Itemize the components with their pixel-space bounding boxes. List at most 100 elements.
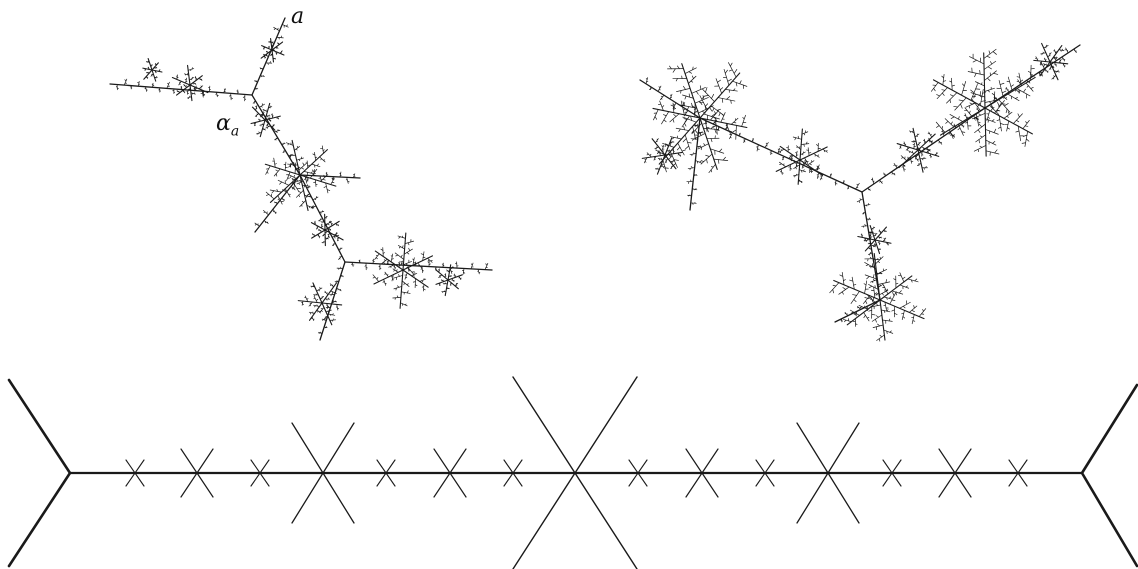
dendrite-branch <box>299 180 302 183</box>
dendrite-branch <box>442 291 444 293</box>
dendrite-branch <box>691 122 703 135</box>
dendrite-branch <box>660 95 664 98</box>
dendrite-branch <box>427 261 430 264</box>
dendrite-branch <box>173 91 176 93</box>
dendrite-branch <box>958 116 960 120</box>
dendrite-branch <box>1052 77 1055 80</box>
dendrite-branch <box>724 69 728 74</box>
dendrite-branch <box>863 283 867 286</box>
dendrite-branch <box>697 143 709 150</box>
dendrite-branch <box>986 110 991 122</box>
dendrite-branch <box>405 263 409 266</box>
dendrite-branch <box>932 79 986 109</box>
dendrite-branch <box>319 156 326 163</box>
dendrite-branch <box>700 160 705 162</box>
dendrite-branch <box>1035 56 1039 62</box>
dendrite-branch <box>294 146 300 151</box>
dendrite-branch <box>991 93 995 96</box>
dendrite-branch <box>291 139 301 176</box>
dendrite-branch <box>872 245 875 248</box>
dendrite-branch <box>299 174 309 212</box>
dendrite-branch <box>672 68 676 73</box>
dendrite-branch <box>400 261 403 263</box>
dendrite-branch <box>382 280 385 283</box>
dendrite-branch <box>914 157 917 160</box>
dendrite-branch <box>732 88 736 91</box>
dendrite-branch <box>192 82 197 85</box>
dendrite-branch <box>336 304 339 311</box>
dendrite-branch <box>293 161 295 166</box>
dendrite-branch <box>208 87 211 89</box>
dendrite-branch <box>386 260 389 263</box>
dendrite-branch <box>717 79 721 83</box>
dendrite-branch <box>864 238 871 242</box>
dendrite-branch <box>999 82 1005 85</box>
dendrite-branch <box>682 108 687 111</box>
dendrite-branch <box>339 288 342 291</box>
dendrite-branch <box>317 310 319 313</box>
dendrite-branch <box>477 268 480 275</box>
dendrite-branch <box>669 155 673 160</box>
dendrite-branch <box>306 160 309 169</box>
dendrite-branch <box>1025 82 1034 92</box>
dendrite-branch <box>346 176 349 184</box>
dendrite-branch <box>941 92 945 96</box>
dendrite-branch <box>304 295 309 302</box>
dendrite-branch <box>705 87 708 93</box>
dendrite-branch <box>1073 48 1077 54</box>
dendrite-branch <box>275 46 279 49</box>
dendrite-branch <box>272 210 275 213</box>
dendrite-branch <box>718 148 723 153</box>
dendrite-branch <box>880 309 891 313</box>
dendrite-branch <box>405 276 408 279</box>
dendrite-branch <box>1053 70 1060 73</box>
dendrite-branch <box>725 123 729 131</box>
dendrite-branch <box>884 301 888 312</box>
dendrite-branch <box>1030 68 1035 70</box>
dendrite-branch <box>1041 62 1045 69</box>
dendrite-branch <box>899 147 902 149</box>
dendrite-branch <box>653 155 657 161</box>
dendrite-branch <box>383 259 386 261</box>
dendrite-branch <box>339 171 342 178</box>
dendrite-branch <box>665 160 668 163</box>
dendrite-branch <box>379 267 382 269</box>
dendrite-branch <box>392 297 402 299</box>
dendrite-branch <box>972 59 978 63</box>
dendrite-branch <box>1058 59 1062 64</box>
dendrite-branch <box>284 188 291 198</box>
dendrite-branch <box>936 94 941 97</box>
dendrite-branch <box>390 253 394 263</box>
dendrite-branch <box>292 164 296 167</box>
dendrite-branch <box>777 148 780 151</box>
dendrite-branch <box>193 92 195 95</box>
dendrite-branch <box>703 143 706 146</box>
dendrite-branch <box>782 158 784 160</box>
dendrite-branch <box>948 132 952 135</box>
dendrite-branch <box>1044 57 1047 62</box>
dendrite-branch <box>274 137 279 141</box>
dendrite-branch <box>286 171 291 181</box>
dendrite-branch <box>316 163 319 167</box>
dendrite-branch <box>398 274 400 277</box>
dendrite-branch <box>275 131 278 133</box>
dendrite-branch <box>987 90 990 93</box>
dendrite-branch <box>279 50 283 54</box>
dendrite-branch <box>800 151 806 156</box>
dendrite-branch <box>421 286 425 288</box>
dendrite-branch <box>716 108 721 111</box>
dendrite-branch <box>262 127 266 131</box>
dendrite-branch <box>261 45 273 51</box>
dendrite-branch <box>864 239 876 252</box>
dendrite-branch <box>886 309 889 312</box>
dendrite-branch <box>298 159 301 162</box>
dendrite-branch <box>272 57 276 60</box>
dendrite-branch <box>673 106 676 109</box>
tree-cross-tiny <box>250 459 270 487</box>
dendrite-branch <box>391 274 394 282</box>
dendrite-branch <box>888 318 891 322</box>
dendrite-branch <box>653 109 659 121</box>
dendrite-branch <box>909 305 918 313</box>
dendrite-branch <box>953 105 958 108</box>
dendrite-branch <box>899 301 911 309</box>
